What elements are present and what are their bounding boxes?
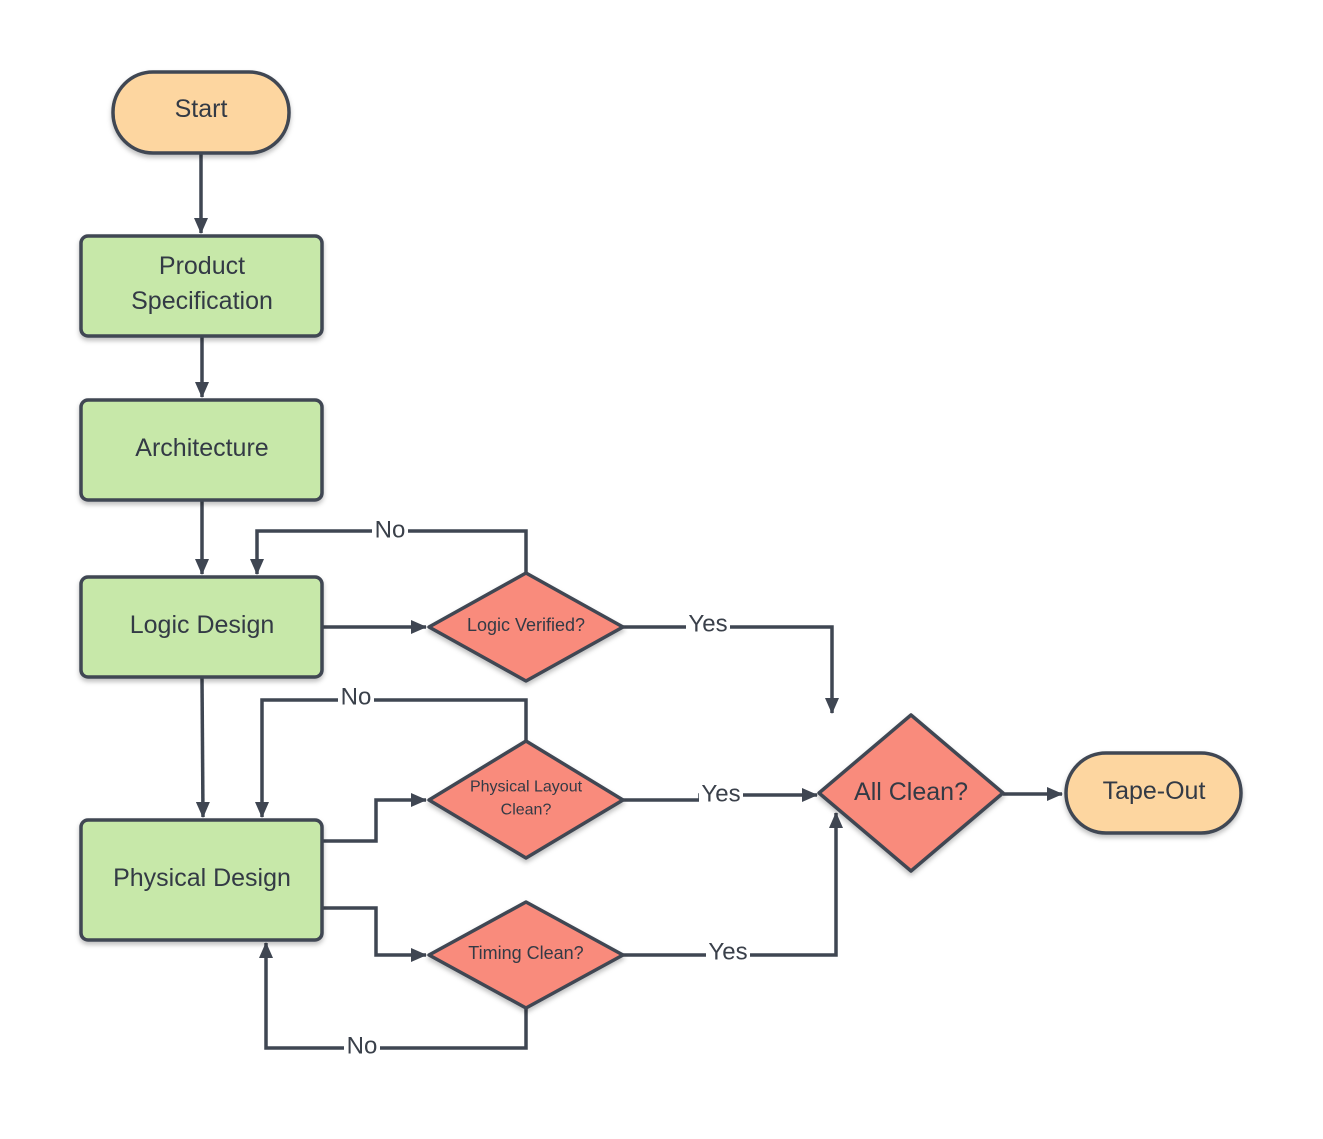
physical-layout-clean-label-line2: Clean?	[501, 802, 552, 819]
edge-physical-to-layout	[323, 793, 427, 843]
edge-timing-no	[259, 942, 528, 1050]
tape-out-node[interactable]: Tape-Out	[1064, 751, 1243, 835]
logic-verified-decision[interactable]: Logic Verified?	[427, 571, 625, 683]
edge-layout-no	[255, 698, 528, 818]
label-layout-no: No	[341, 684, 372, 711]
timing-clean-decision[interactable]: Timing Clean?	[427, 900, 625, 1010]
edge-logic-to-physical	[195, 677, 210, 818]
label-timing-yes: Yes	[708, 939, 747, 966]
label-logic-yes: Yes	[688, 611, 727, 638]
physical-design-label: Physical Design	[113, 864, 291, 892]
edges	[194, 153, 1063, 1050]
edge-physical-to-timing	[323, 906, 427, 962]
label-timing-no: No	[347, 1033, 378, 1060]
architecture-node[interactable]: Architecture	[79, 398, 324, 502]
logic-design-label: Logic Design	[130, 611, 275, 639]
start-node[interactable]: Start	[111, 70, 291, 155]
edge-timing-yes	[623, 812, 843, 957]
all-clean-decision[interactable]: All Clean?	[817, 713, 1005, 873]
label-logic-no: No	[375, 517, 406, 544]
physical-layout-clean-label-line1: Physical Layout	[470, 779, 583, 796]
timing-clean-label: Timing Clean?	[468, 943, 583, 963]
product-specification-label-line1: Product	[159, 252, 245, 280]
all-clean-label: All Clean?	[854, 778, 968, 806]
logic-verified-label: Logic Verified?	[467, 615, 585, 635]
edge-labels: No Yes No Yes Yes No	[338, 516, 750, 1061]
product-specification-label-line2: Specification	[131, 287, 273, 315]
tape-out-label: Tape-Out	[1103, 777, 1206, 805]
physical-layout-clean-decision[interactable]: Physical Layout Clean?	[427, 739, 625, 860]
label-layout-yes: Yes	[701, 781, 740, 808]
product-specification-node[interactable]: Product Specification	[79, 234, 324, 338]
start-label: Start	[175, 95, 228, 123]
physical-design-node[interactable]: Physical Design	[79, 818, 324, 942]
logic-design-node[interactable]: Logic Design	[79, 575, 324, 679]
architecture-label: Architecture	[135, 434, 268, 462]
